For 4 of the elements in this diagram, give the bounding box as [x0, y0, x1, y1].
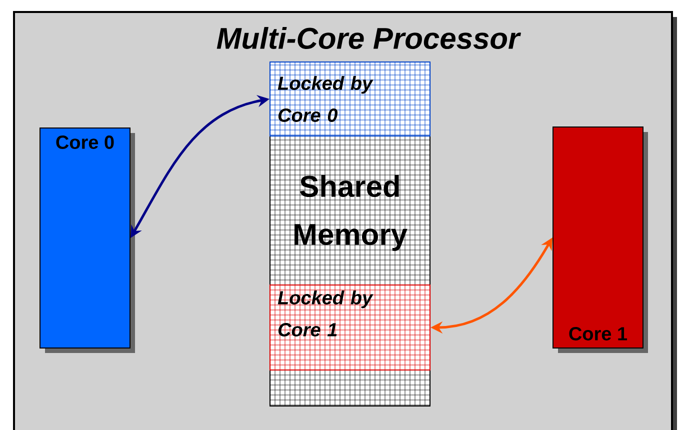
core-box: Core 0 — [40, 128, 135, 353]
locked-region: Locked by Core 1 — [270, 284, 430, 370]
core-box: Core 1 — [552, 126, 648, 353]
locked-region: Locked by Core 0 — [270, 62, 430, 136]
